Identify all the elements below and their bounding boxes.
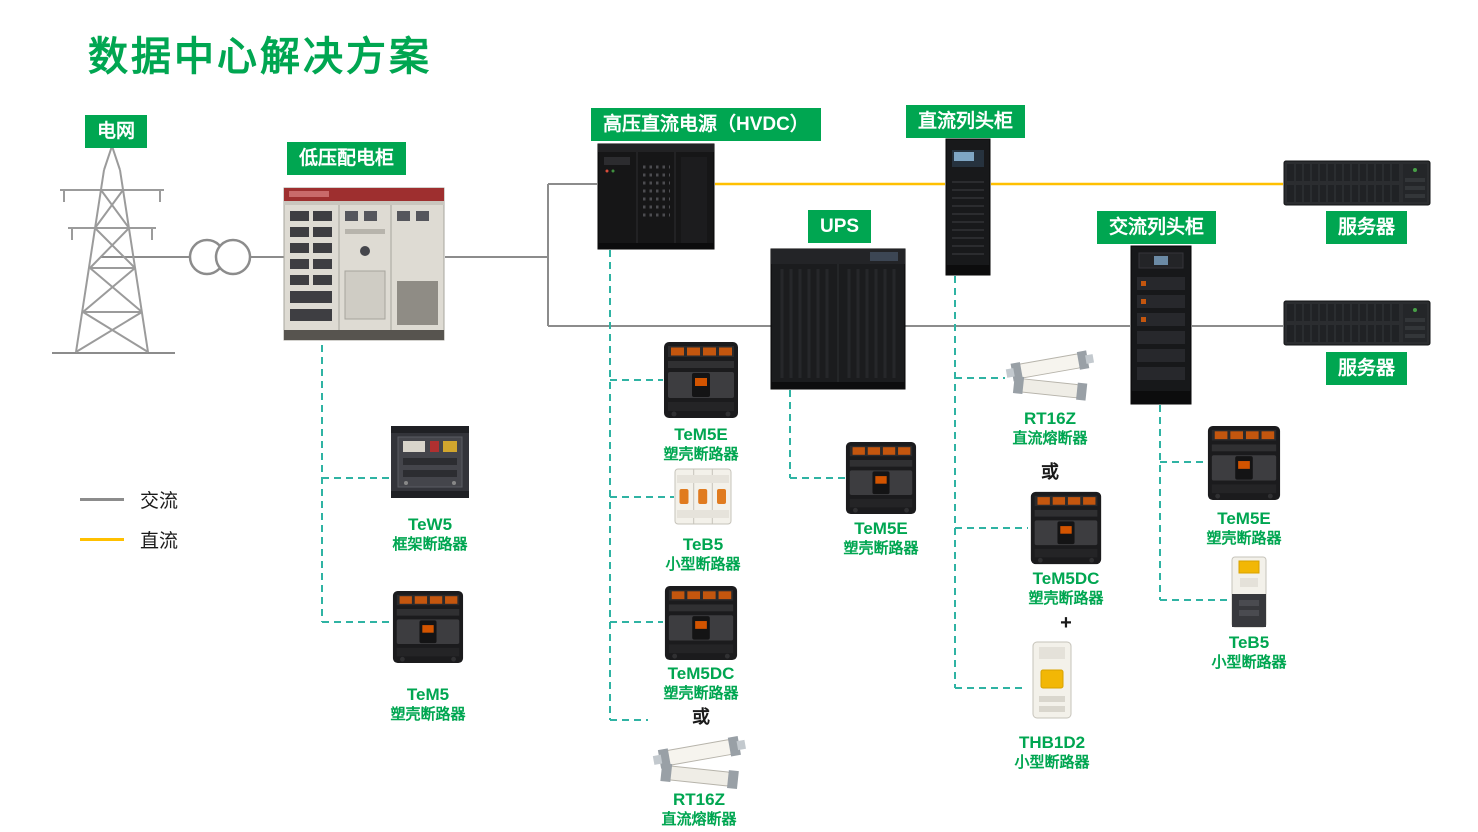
ups-cabinet-image — [770, 248, 906, 390]
caption-thb1d2: THB1D2 小型断路器 — [982, 732, 1122, 774]
caption-teb5-hvdc-type: 小型断路器 — [665, 556, 741, 574]
caption-teb5-hvdc: TeB5 小型断路器 — [633, 534, 773, 576]
caption-rt16z-hvdc-name: RT16Z — [673, 790, 725, 809]
legend-dc-line — [80, 538, 124, 541]
operator-or-hvdc: 或 — [692, 707, 710, 727]
caption-rt16z-hvdc: RT16Z 直流熔断器 — [629, 789, 769, 831]
caption-tem5dc-hvdc: TeM5DC 塑壳断路器 — [631, 663, 771, 705]
branch-lines — [321, 250, 1229, 721]
caption-tem5: TeM5 塑壳断路器 — [358, 684, 498, 726]
caption-tem5e-ups-type: 塑壳断路器 — [843, 540, 919, 558]
operator-plus-dc-row: + — [1060, 612, 1072, 634]
legend-dc-label: 直流 — [140, 531, 179, 552]
teb5-hvdc-image — [674, 468, 732, 525]
rt16z-dc-row-image — [1005, 348, 1095, 403]
legend-ac-line — [80, 498, 124, 501]
caption-thb1d2-type: 小型断路器 — [1014, 754, 1090, 772]
caption-tem5-name: TeM5 — [406, 685, 450, 704]
operator-or-dc-row: 或 — [1041, 462, 1059, 482]
branch-dc-row — [954, 276, 1028, 689]
page-title: 数据中心解决方案 — [88, 35, 432, 79]
caption-rt16z-hvdc-type: 直流熔断器 — [661, 811, 737, 829]
caption-tem5e-ac-row-name: TeM5E — [1217, 509, 1271, 528]
caption-teb5-hvdc-name: TeB5 — [682, 535, 724, 554]
tem5-image — [392, 588, 464, 666]
legend-ac: 交流 — [80, 486, 178, 513]
caption-tem5dc-dc-row: TeM5DC 塑壳断路器 — [996, 568, 1136, 610]
caption-tem5e-hvdc: TeM5E 塑壳断路器 — [631, 424, 771, 466]
caption-tem5e-hvdc-type: 塑壳断路器 — [663, 446, 739, 464]
transformer-icon — [188, 238, 252, 276]
hvdc-label: 高压直流电源（HVDC） — [591, 108, 821, 141]
caption-tew5: TeW5 框架断路器 — [360, 514, 500, 556]
caption-tem5dc-hvdc-type: 塑壳断路器 — [663, 685, 739, 703]
caption-tem5dc-hvdc-name: TeM5DC — [667, 664, 735, 683]
caption-teb5-ac-row: TeB5 小型断路器 — [1179, 632, 1319, 674]
lv-cabinet-image — [283, 185, 445, 345]
caption-tem5e-ups-name: TeM5E — [854, 519, 908, 538]
caption-tem5e-hvdc-name: TeM5E — [674, 425, 728, 444]
server-bottom-label: 服务器 — [1326, 352, 1408, 385]
thb1d2-image — [1026, 640, 1078, 720]
caption-tem5dc-dc-row-type: 塑壳断路器 — [1028, 590, 1104, 608]
caption-tem5e-ups: TeM5E 塑壳断路器 — [811, 518, 951, 560]
dc-row-cabinet-image — [945, 138, 991, 276]
caption-tew5-type: 框架断路器 — [392, 536, 468, 554]
rt16z-hvdc-image — [652, 735, 747, 790]
tem5dc-dc-row-image — [1028, 490, 1104, 566]
grid-label: 电网 — [85, 115, 148, 148]
branch-ac-row — [1159, 405, 1229, 601]
caption-tem5dc-dc-row-name: TeM5DC — [1032, 569, 1100, 588]
ac-row-label: 交流列头柜 — [1097, 211, 1217, 244]
legend-ac-label: 交流 — [140, 491, 179, 512]
branch-ups — [789, 390, 845, 479]
ac-row-cabinet-image — [1130, 245, 1192, 405]
branch-lv-cabinet — [321, 345, 392, 623]
tem5dc-hvdc-image — [663, 584, 739, 662]
caption-tem5-type: 塑壳断路器 — [390, 706, 466, 724]
ups-label: UPS — [808, 210, 872, 243]
tem5e-ups-image — [845, 440, 917, 516]
lv-cabinet-label: 低压配电柜 — [287, 142, 407, 175]
dc-row-label: 直流列头柜 — [906, 105, 1026, 138]
legend-dc: 直流 — [80, 526, 178, 553]
branch-hvdc — [609, 250, 674, 721]
caption-rt16z-dc-row-name: RT16Z — [1024, 409, 1076, 428]
caption-tem5e-ac-row: TeM5E 塑壳断路器 — [1174, 508, 1314, 550]
caption-tem5e-ac-row-type: 塑壳断路器 — [1206, 530, 1282, 548]
server-bottom-image — [1283, 300, 1431, 346]
server-top-image — [1283, 160, 1431, 206]
teb5-ac-row-image — [1229, 556, 1269, 628]
tew5-image — [390, 424, 470, 500]
caption-teb5-ac-row-type: 小型断路器 — [1211, 654, 1287, 672]
caption-teb5-ac-row-name: TeB5 — [1228, 633, 1270, 652]
tem5e-ac-row-image — [1206, 424, 1282, 502]
hvdc-cabinet-image — [597, 143, 715, 250]
caption-thb1d2-name: THB1D2 — [1018, 733, 1086, 752]
transmission-tower-image — [52, 138, 172, 354]
server-top-label: 服务器 — [1326, 211, 1408, 244]
tem5e-hvdc-image — [663, 340, 739, 420]
caption-rt16z-dc-row-type: 直流熔断器 — [1012, 430, 1088, 448]
caption-rt16z-dc-row: RT16Z 直流熔断器 — [980, 408, 1120, 450]
caption-tew5-name: TeW5 — [407, 515, 453, 534]
